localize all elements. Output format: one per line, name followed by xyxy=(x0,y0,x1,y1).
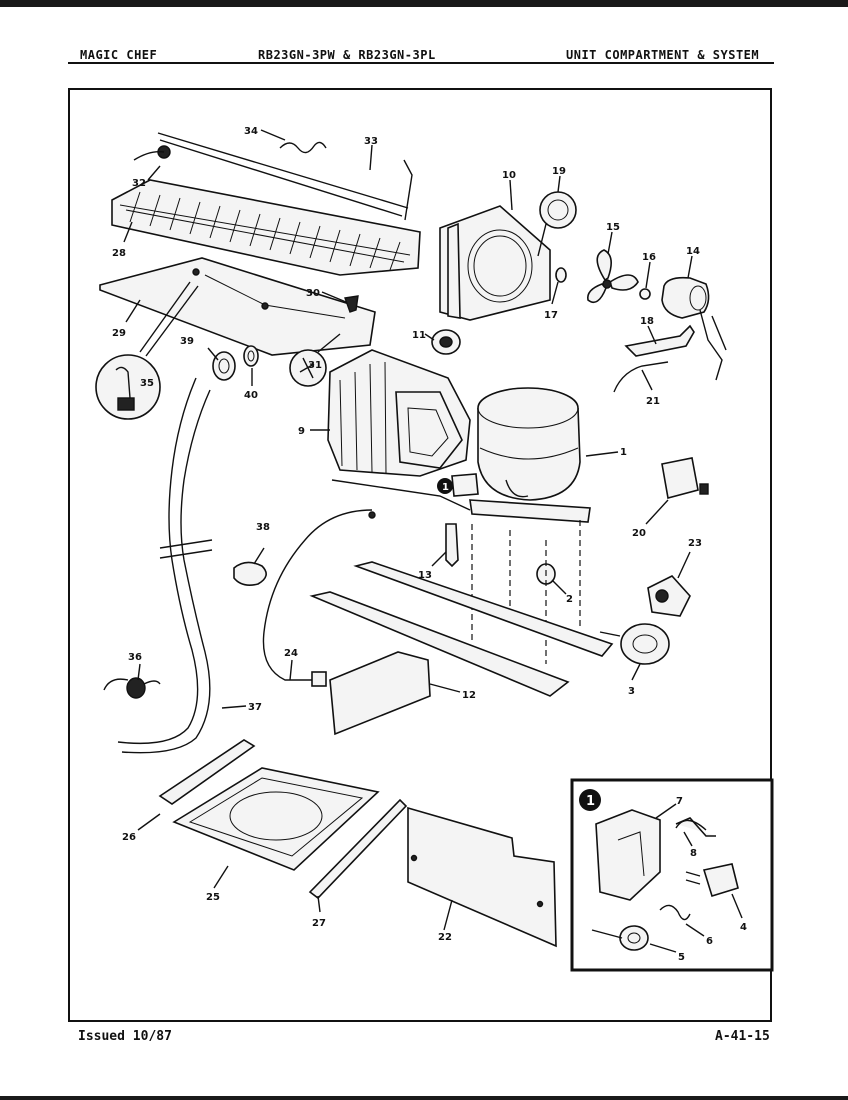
page-code: A-41-15 xyxy=(715,1029,770,1044)
callout-21: 21 xyxy=(646,396,660,407)
nut-17 xyxy=(555,267,567,283)
rail-27 xyxy=(308,798,408,900)
model-numbers: RB23GN-3PW & RB23GN-3PL xyxy=(258,48,436,62)
callout-16: 16 xyxy=(642,252,656,263)
callout-3: 3 xyxy=(628,686,635,697)
callout-11: 11 xyxy=(412,330,426,341)
callout-2: 2 xyxy=(566,594,573,605)
callout-24: 24 xyxy=(284,648,298,659)
callout-26: 26 xyxy=(122,832,136,843)
callout-labels: 1 2 3 4 5 6 7 8 9 10 11 12 13 14 15 16 1… xyxy=(112,126,747,963)
bracket-26 xyxy=(158,739,256,805)
grommet-11 xyxy=(431,329,461,355)
inset-detail-box xyxy=(570,778,774,972)
callout-33: 33 xyxy=(364,136,378,147)
bracket-12 xyxy=(329,651,431,736)
detail-circle-35 xyxy=(95,281,199,420)
mount-3 xyxy=(599,623,670,665)
fan-blade-15 xyxy=(586,249,639,304)
wire-21 xyxy=(613,361,669,393)
callout-8: 8 xyxy=(690,848,697,859)
access-cover-22 xyxy=(407,806,557,948)
callout-30: 30 xyxy=(306,288,320,299)
callout-36: 36 xyxy=(128,652,142,663)
mounting-lines xyxy=(471,520,581,664)
callout-4: 4 xyxy=(740,922,747,933)
callout-5: 5 xyxy=(678,952,685,963)
compressor-1 xyxy=(451,387,591,523)
base-rails xyxy=(309,561,614,697)
bottom-border-bar xyxy=(0,1096,848,1100)
drain-pan-25 xyxy=(172,767,380,871)
callout-29: 29 xyxy=(112,328,126,339)
top-border-bar xyxy=(0,0,848,7)
bracket-30 xyxy=(344,295,359,313)
callout-6: 6 xyxy=(706,936,713,947)
condenser-panel xyxy=(99,257,376,356)
washer-16 xyxy=(639,288,651,300)
drain-hose-37 xyxy=(117,377,213,754)
clamp-36 xyxy=(103,677,161,699)
callout-12: 12 xyxy=(462,690,476,701)
callout-1: 1 xyxy=(620,447,627,458)
bracket-18 xyxy=(624,324,695,357)
callout-34: 34 xyxy=(244,126,258,137)
callout-25: 25 xyxy=(206,892,220,903)
callout-7: 7 xyxy=(676,796,683,807)
coil-assembly-9 xyxy=(327,349,471,511)
condenser-assembly xyxy=(111,132,421,276)
callout-40: 40 xyxy=(244,390,258,401)
callout-27: 27 xyxy=(312,918,326,929)
drier-13 xyxy=(445,523,459,568)
callout-18: 18 xyxy=(640,316,654,327)
callout-15: 15 xyxy=(606,222,620,233)
callout-19: 19 xyxy=(552,166,566,177)
callout-10: 10 xyxy=(502,170,516,181)
fan-motor-14 xyxy=(661,276,727,381)
callout-20: 20 xyxy=(632,528,646,539)
inset-marker-label: 1 xyxy=(586,794,595,809)
callout-22: 22 xyxy=(438,932,452,943)
callout-35: 35 xyxy=(140,378,154,389)
callout-39: 39 xyxy=(180,336,194,347)
callout-38: 38 xyxy=(256,522,270,533)
overload-23 xyxy=(647,575,691,617)
section-title: UNIT COMPARTMENT & SYSTEM xyxy=(566,48,760,62)
power-cord-24 xyxy=(262,509,376,687)
callout-28: 28 xyxy=(112,248,126,259)
detail-marker-1: 1 xyxy=(437,478,453,494)
callout-17: 17 xyxy=(544,310,558,321)
callout-14: 14 xyxy=(686,246,700,257)
svg-text:1: 1 xyxy=(442,482,449,493)
callout-13: 13 xyxy=(418,570,432,581)
grommet-40 xyxy=(243,345,259,367)
relay-20 xyxy=(661,457,709,499)
brand-name: MAGIC CHEF xyxy=(80,48,158,62)
callout-37: 37 xyxy=(248,702,262,713)
grommet-39 xyxy=(212,351,236,381)
header-rule xyxy=(68,62,774,64)
callout-32: 32 xyxy=(132,178,146,189)
callout-9: 9 xyxy=(298,426,305,437)
detail-circle-31 xyxy=(289,333,341,387)
callout-31: 31 xyxy=(308,360,322,371)
callout-23: 23 xyxy=(688,538,702,549)
leader-lines xyxy=(123,129,743,953)
issued-date: Issued 10/87 xyxy=(78,1029,172,1044)
fan-shroud-10 xyxy=(439,205,551,321)
strap-38 xyxy=(233,561,267,586)
diagram-frame xyxy=(68,88,772,1022)
